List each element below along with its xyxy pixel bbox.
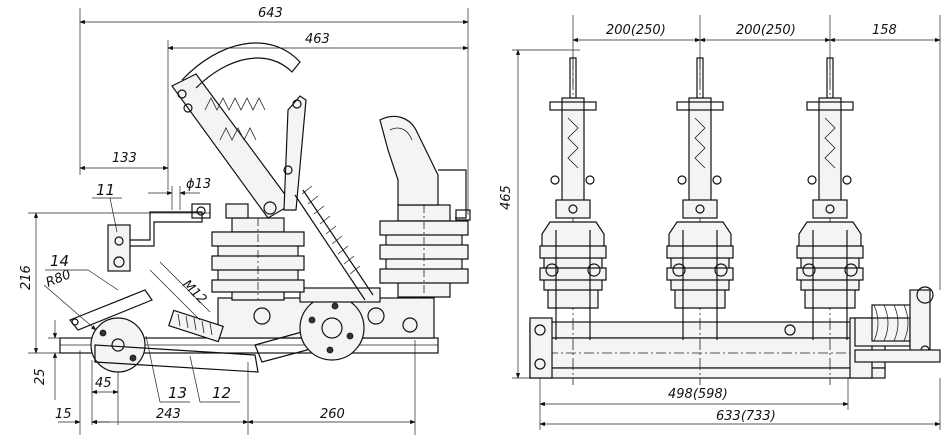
front-base-frame: [529, 286, 941, 379]
side-view: 643 463 133 ϕ13 216: [19, 6, 471, 435]
dim-label-498: 498(598): [668, 387, 728, 402]
diagonal-insulator: [294, 185, 374, 301]
insulator-left: [211, 217, 305, 301]
dim-label-15: 15: [55, 407, 72, 422]
pole-1: [539, 57, 607, 385]
dim-base-25: 25: [33, 320, 100, 400]
callout-label-11: 11: [96, 181, 115, 199]
dim-label-pitch-1: 200(250): [606, 23, 666, 38]
dim-bottom-row: 45 15 243 260: [55, 340, 416, 435]
dim-label-r80: R80: [44, 267, 73, 290]
left-bracket: [107, 211, 203, 272]
dim-label-158: 158: [872, 23, 897, 38]
callout-13: 13: [145, 335, 190, 403]
dim-label-45: 45: [95, 376, 112, 391]
dim-label-243: 243: [156, 407, 181, 422]
dim-height-465: 465: [499, 49, 580, 379]
callout-11: 11: [92, 181, 122, 233]
dim-overall-width: 643: [79, 6, 469, 215]
callout-label-13: 13: [168, 384, 187, 402]
dim-label-216: 216: [19, 265, 34, 290]
dim-thread-m12: M12: [149, 261, 211, 321]
dim-bottom-front: 498(598) 633(733): [539, 378, 941, 430]
insulator-right: [379, 204, 469, 298]
dim-label-463: 463: [305, 32, 330, 47]
dim-label-633: 633(733): [716, 409, 776, 424]
moving-blade: [171, 42, 307, 219]
dim-label-133: 133: [112, 151, 137, 166]
dim-label-hole: ϕ13: [186, 177, 211, 192]
pole-2: [666, 57, 734, 385]
callout-14: 14: [45, 252, 119, 291]
dim-height-216: 216: [19, 212, 210, 354]
callout-12: 12: [189, 355, 240, 403]
callout-label-12: 12: [212, 384, 231, 402]
dim-label-pitch-2: 200(250): [736, 23, 796, 38]
pole-3: [796, 57, 864, 385]
dim-top-width: 463: [167, 32, 469, 190]
dim-top-pitches: 200(250) 200(250) 158: [572, 15, 941, 290]
top-clamp: [191, 203, 249, 219]
callout-label-14: 14: [50, 252, 69, 270]
dim-hole-diameter: ϕ13: [148, 177, 211, 210]
dim-label-m12: M12: [179, 277, 209, 307]
dim-label-260: 260: [320, 407, 345, 422]
dim-label-25: 25: [33, 368, 48, 385]
fixed-contact: [379, 115, 471, 221]
front-view: 200(250) 200(250) 158 465: [499, 15, 941, 430]
dim-label-465: 465: [499, 185, 514, 210]
dim-label-643: 643: [258, 6, 283, 21]
dim-left-offset: 133: [79, 151, 169, 171]
cam-mechanism: [69, 289, 353, 373]
